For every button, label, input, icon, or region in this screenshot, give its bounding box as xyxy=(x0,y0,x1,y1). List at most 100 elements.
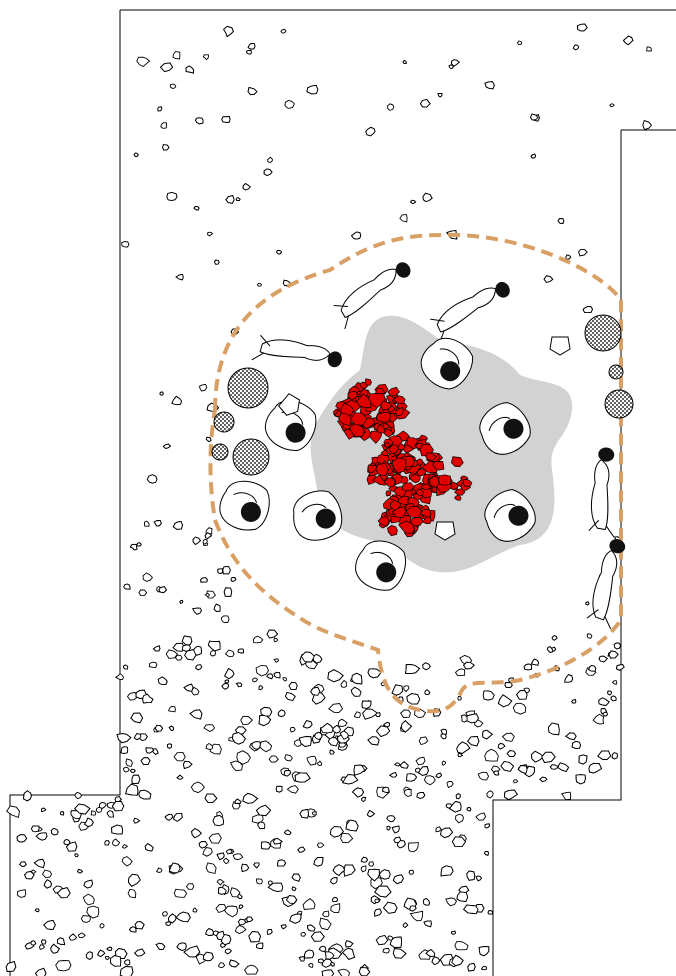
pebble xyxy=(345,819,359,832)
pebble xyxy=(486,790,494,799)
pebble xyxy=(162,443,172,449)
pebble xyxy=(172,642,185,652)
pebble xyxy=(543,275,554,283)
pebble xyxy=(31,869,37,874)
pebble xyxy=(123,766,130,773)
burnt-stone xyxy=(396,401,408,411)
burnt-stone xyxy=(382,422,391,430)
pebble xyxy=(448,64,454,69)
pebble xyxy=(205,862,217,875)
pebble xyxy=(586,633,593,639)
pebble xyxy=(74,853,79,858)
burnt-stone xyxy=(438,474,452,486)
pebble xyxy=(577,23,588,32)
pebble xyxy=(144,843,154,852)
pebble xyxy=(360,856,369,863)
pebble xyxy=(17,889,27,898)
pebble xyxy=(41,807,47,813)
pebble xyxy=(155,867,163,873)
human-figures xyxy=(219,262,626,630)
pebble xyxy=(97,949,106,958)
pebble xyxy=(622,35,634,46)
pebble xyxy=(451,930,457,935)
pebble xyxy=(340,832,354,844)
pebble xyxy=(439,827,454,839)
pebble xyxy=(425,949,436,957)
pebble xyxy=(173,888,188,898)
pebble xyxy=(165,649,179,659)
pebble xyxy=(367,736,380,746)
burnt-stone xyxy=(420,483,431,491)
pebble xyxy=(204,593,210,598)
post-hole xyxy=(211,443,229,461)
pebble xyxy=(455,793,461,800)
pebble xyxy=(121,241,130,248)
pebble xyxy=(302,720,313,729)
burnt-stone xyxy=(340,402,355,416)
pebble xyxy=(440,865,454,877)
pebble xyxy=(608,650,619,659)
pebble xyxy=(165,921,172,926)
pebble xyxy=(297,846,306,853)
pebble xyxy=(275,785,283,793)
pebble xyxy=(272,837,283,845)
pebble xyxy=(424,689,431,695)
pebble xyxy=(597,750,612,760)
pebble xyxy=(435,826,442,833)
pebble xyxy=(90,810,97,816)
pebble xyxy=(136,56,151,68)
pebble xyxy=(440,728,448,735)
pebble xyxy=(478,946,490,957)
pebble xyxy=(200,577,208,583)
pebble xyxy=(409,905,417,912)
pebble xyxy=(252,635,264,644)
pebble xyxy=(245,49,252,55)
pebble xyxy=(172,520,183,530)
pebble xyxy=(367,668,382,679)
pebble xyxy=(218,962,226,969)
pebble xyxy=(138,589,148,597)
pebble xyxy=(74,791,83,800)
pebble xyxy=(24,871,35,880)
pebble xyxy=(223,25,234,38)
pebble xyxy=(242,183,251,191)
pebble xyxy=(83,879,93,889)
pebble xyxy=(120,746,129,754)
pebble xyxy=(153,520,162,527)
pebble xyxy=(202,847,213,857)
pebble xyxy=(393,762,401,767)
pebble xyxy=(329,961,335,967)
pebble xyxy=(546,646,554,654)
human-figure xyxy=(484,489,536,542)
pebble xyxy=(192,536,202,545)
pebble xyxy=(173,751,186,762)
pebble xyxy=(134,921,145,930)
pebble xyxy=(232,853,244,861)
pebble xyxy=(475,875,482,882)
burnt-stone xyxy=(387,525,398,537)
pebble xyxy=(203,724,216,733)
pebble xyxy=(34,908,40,913)
pebble xyxy=(403,685,410,693)
pebble xyxy=(202,54,209,61)
pebble xyxy=(175,911,191,923)
human-figure xyxy=(586,539,626,630)
pebble xyxy=(339,730,349,740)
pebble xyxy=(282,677,287,682)
pebble xyxy=(256,942,264,949)
pebble xyxy=(456,741,471,754)
burnt-stone xyxy=(451,456,464,468)
pebble xyxy=(382,901,398,914)
pebble xyxy=(565,732,577,741)
pebble xyxy=(417,766,429,776)
pebble xyxy=(168,725,174,732)
pebble xyxy=(451,954,464,967)
pebble xyxy=(158,586,167,594)
pebble xyxy=(142,572,153,582)
pebble xyxy=(291,886,297,891)
pebble xyxy=(235,682,243,688)
pebble xyxy=(112,838,121,847)
pebble xyxy=(225,849,233,855)
pebble xyxy=(451,59,460,67)
pebble xyxy=(329,749,335,755)
